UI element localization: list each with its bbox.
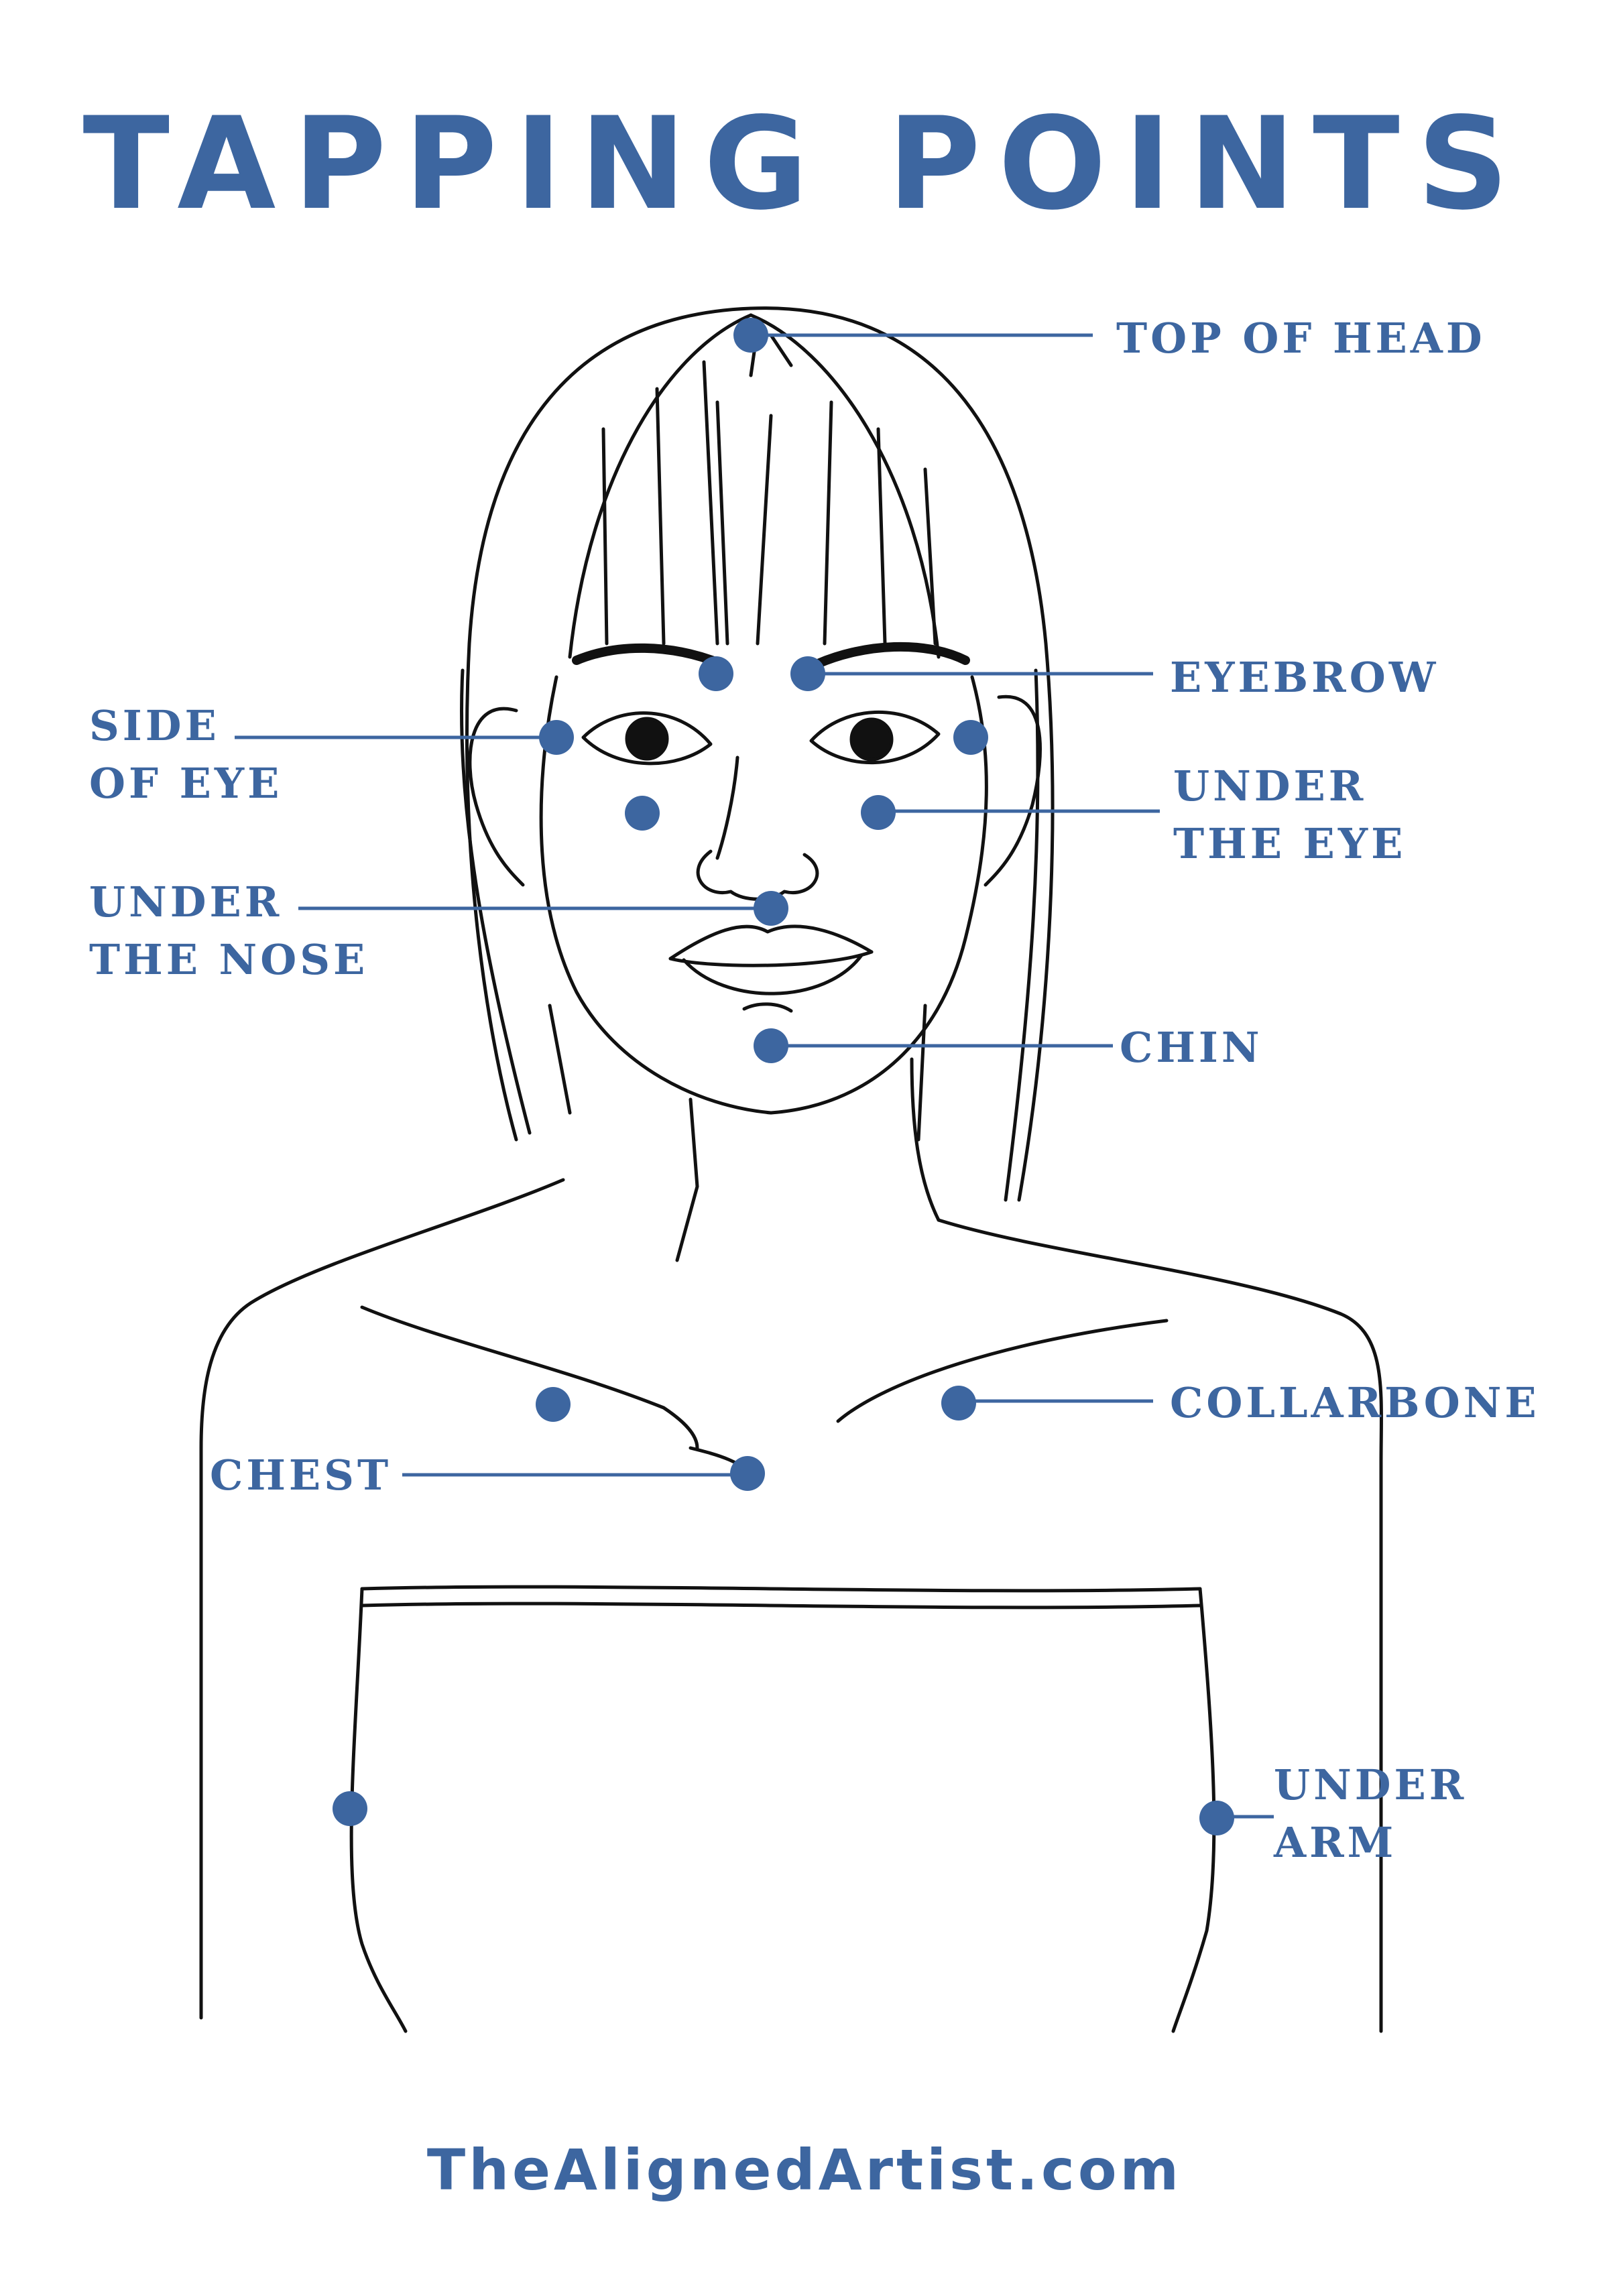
dot-chest (730, 1456, 765, 1491)
dot-under-arm-left (333, 1791, 367, 1826)
page-title: TAPPING POINTS (82, 90, 1527, 238)
label-collarbone-text: COLLARBONE (1170, 1378, 1540, 1427)
label-under-arm-line1: UNDER (1274, 1760, 1468, 1809)
label-eyebrow-text: EYEBROW (1170, 653, 1439, 702)
leader-lines (235, 333, 1274, 1819)
dot-under-arm-right (1199, 1801, 1234, 1835)
dot-eyebrow-left (699, 656, 733, 691)
footer-website: TheAlignedArtist.com (426, 2137, 1183, 2203)
woman-line-drawing (199, 306, 1383, 2033)
dot-side-of-eye-right (953, 720, 988, 755)
label-side-of-eye: SIDE OF EYE (89, 697, 282, 812)
dot-collarbone-right (941, 1386, 976, 1421)
label-under-the-nose-line2: THE NOSE (89, 935, 369, 984)
dot-chin (754, 1028, 788, 1063)
label-chest: CHEST (210, 1447, 392, 1504)
label-under-the-eye-line2: THE EYE (1173, 819, 1407, 868)
dot-under-the-nose (754, 891, 788, 926)
label-collarbone: COLLARBONE (1170, 1374, 1540, 1432)
label-chin: CHIN (1120, 1019, 1263, 1077)
label-under-the-nose: UNDER THE NOSE (89, 873, 368, 989)
label-chin-text: CHIN (1120, 1023, 1263, 1072)
dot-side-of-eye-left (539, 720, 574, 755)
label-top-of-head: TOP OF HEAD (1116, 310, 1486, 367)
label-eyebrow: EYEBROW (1170, 649, 1439, 707)
label-chest-text: CHEST (210, 1451, 392, 1500)
dot-collarbone-left (536, 1387, 571, 1422)
dot-under-eye-right (861, 795, 896, 830)
label-under-arm-line2: ARM (1274, 1818, 1397, 1867)
label-side-of-eye-line1: SIDE (89, 701, 220, 750)
label-under-the-eye-line1: UNDER (1173, 762, 1367, 810)
tapping-dots (333, 318, 1234, 1835)
dot-top-of-head (733, 318, 768, 353)
dot-eyebrow-right (790, 656, 825, 691)
label-top-of-head-text: TOP OF HEAD (1116, 314, 1486, 363)
dot-under-eye-left (625, 796, 660, 831)
label-side-of-eye-line2: OF EYE (89, 759, 283, 808)
label-under-the-nose-line1: UNDER (89, 878, 283, 926)
label-under-the-eye: UNDER THE EYE (1173, 758, 1406, 873)
label-under-arm: UNDER ARM (1274, 1756, 1467, 1872)
